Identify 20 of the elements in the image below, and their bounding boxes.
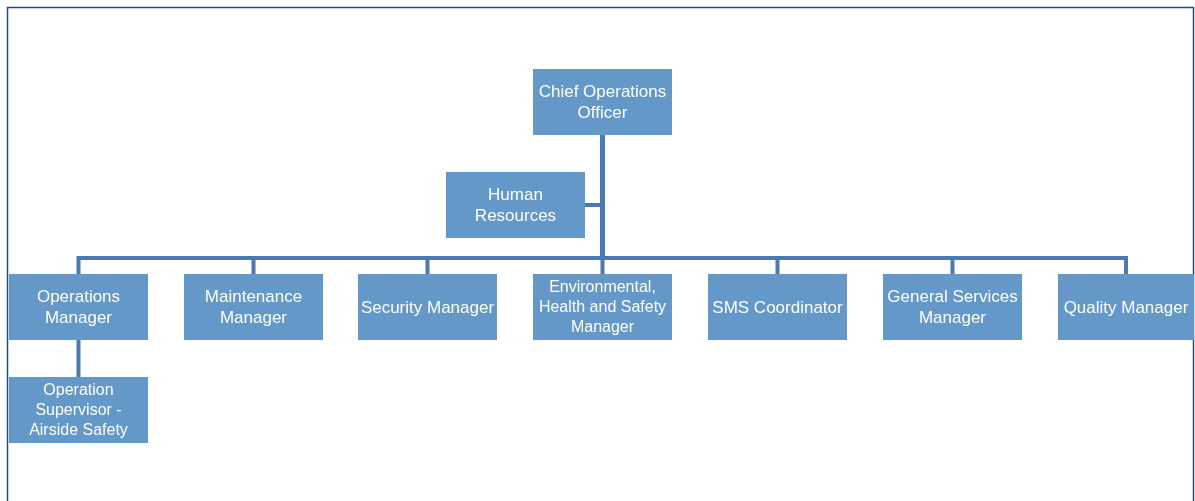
role-title: SMS Coordinator <box>712 296 843 318</box>
role-title: General Services Manager <box>886 286 1019 328</box>
role-box <box>358 274 497 340</box>
connector-line <box>76 340 81 377</box>
role-box <box>446 172 585 238</box>
role-title: Operations Manager <box>35 286 122 328</box>
role-box <box>708 274 847 340</box>
role-title: Security Manager <box>360 296 495 318</box>
role-title: Maintenance Manager <box>203 286 304 328</box>
role-box <box>9 274 148 340</box>
role-box <box>9 377 148 443</box>
role-box <box>184 274 323 340</box>
role-title: Human Resources <box>473 184 558 226</box>
role-box <box>533 69 672 135</box>
role-box <box>1058 274 1194 340</box>
role-title: Chief Operations Officer <box>537 81 668 123</box>
role-box <box>883 274 1022 340</box>
role-title: Environmental, Health and Safety Manager <box>537 277 668 337</box>
role-title: Operation Supervisor - Airside Safety <box>28 380 129 440</box>
role-title: Quality Manager <box>1063 296 1189 318</box>
